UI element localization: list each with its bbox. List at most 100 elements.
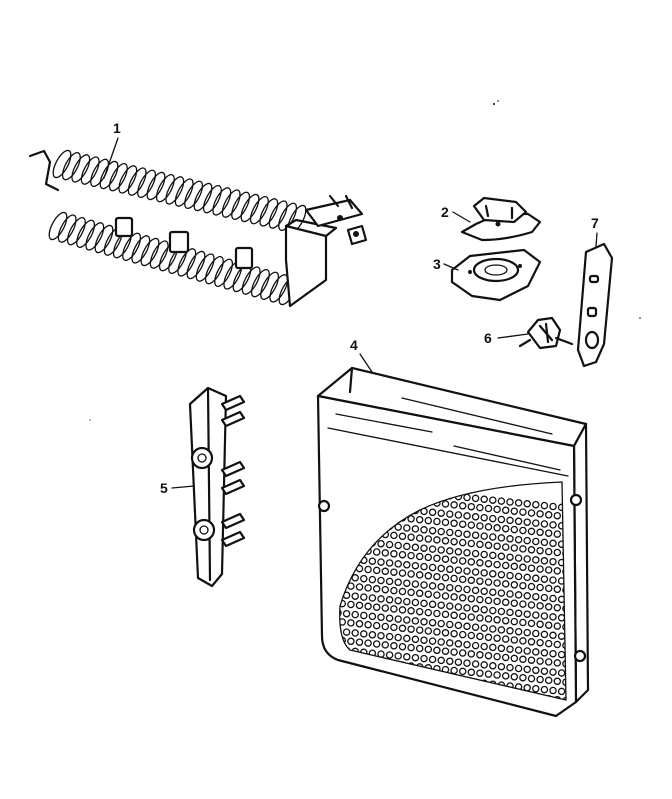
grille-hole bbox=[437, 546, 445, 554]
grille-hole bbox=[536, 510, 544, 518]
grille-hole bbox=[549, 594, 557, 603]
grille-hole bbox=[536, 638, 544, 647]
coil-loop bbox=[131, 235, 151, 264]
grille-hole bbox=[351, 574, 359, 582]
grille-hole bbox=[446, 602, 454, 610]
grille-hole bbox=[411, 653, 420, 662]
grille-hole bbox=[523, 628, 531, 637]
grille-hole bbox=[364, 676, 372, 684]
grille-hole bbox=[476, 540, 484, 549]
grille-hole bbox=[514, 609, 523, 618]
coil-loop bbox=[118, 165, 138, 194]
grille-hole bbox=[553, 640, 562, 649]
grille-hole bbox=[484, 651, 493, 660]
grille-hole bbox=[463, 567, 471, 575]
grille-hole bbox=[424, 553, 433, 562]
grille-hole bbox=[339, 627, 342, 635]
grille-hole bbox=[458, 630, 467, 639]
grille-hole bbox=[428, 600, 437, 609]
grille-hole bbox=[433, 628, 441, 636]
grille-hole bbox=[407, 680, 415, 689]
coil-loop bbox=[214, 258, 234, 287]
grille-hole bbox=[372, 640, 381, 648]
grille-hole bbox=[437, 527, 445, 536]
grille-hole bbox=[428, 655, 437, 664]
grille-hole bbox=[428, 618, 437, 627]
grille-hole bbox=[360, 666, 368, 675]
grille-hole bbox=[523, 592, 531, 600]
grille-hole bbox=[536, 657, 544, 665]
grille-hole bbox=[510, 673, 519, 681]
grille-hole bbox=[527, 509, 536, 517]
grille-hole bbox=[394, 560, 402, 568]
coil-loop bbox=[260, 271, 280, 300]
grille-hole bbox=[501, 598, 510, 607]
grille-hole bbox=[549, 613, 557, 621]
grille-hole bbox=[497, 534, 506, 542]
grille-hole bbox=[398, 532, 407, 541]
grille-hole bbox=[398, 642, 407, 651]
grille-hole bbox=[458, 594, 467, 602]
grille-hole bbox=[489, 643, 497, 652]
coil-loop bbox=[204, 256, 224, 285]
grille-hole bbox=[424, 590, 433, 598]
grille-hole bbox=[553, 530, 562, 538]
grille-hole bbox=[407, 625, 415, 633]
callout-2: 4 bbox=[350, 337, 358, 353]
grille-hole bbox=[411, 598, 420, 607]
grille-hole bbox=[385, 540, 394, 549]
grille-hole bbox=[489, 662, 497, 670]
grille-hole bbox=[476, 614, 484, 622]
coil-loop bbox=[155, 174, 175, 203]
grille-hole bbox=[381, 585, 390, 594]
coil-loop bbox=[259, 198, 279, 227]
grille-hole bbox=[493, 634, 501, 642]
grille-hole bbox=[441, 647, 450, 655]
grille-hole bbox=[424, 516, 433, 525]
grille-hole bbox=[476, 595, 484, 604]
grille-hole bbox=[463, 585, 471, 594]
grille-hole bbox=[540, 612, 549, 620]
grille-hole bbox=[497, 570, 506, 579]
grille-hole bbox=[553, 659, 562, 667]
grille-hole bbox=[553, 622, 562, 630]
grille-hole bbox=[420, 654, 428, 663]
grille-hole bbox=[536, 528, 544, 537]
grille-hole bbox=[463, 530, 471, 539]
grille-hole bbox=[450, 593, 458, 601]
grille-hole bbox=[398, 606, 407, 614]
grille-hole bbox=[467, 576, 476, 585]
grille-hole bbox=[532, 611, 540, 619]
grille-hole bbox=[549, 557, 557, 566]
grille-hole bbox=[403, 616, 411, 624]
grille-hole bbox=[510, 525, 519, 534]
grille-hole bbox=[394, 523, 402, 531]
grille-hole bbox=[407, 533, 415, 541]
scan-specks bbox=[89, 100, 641, 421]
grille-hole bbox=[360, 685, 368, 693]
grille-hole bbox=[476, 651, 484, 659]
element-terminal bbox=[304, 198, 364, 228]
grille-hole bbox=[480, 605, 488, 614]
grille-hole bbox=[377, 687, 385, 695]
grille-hole bbox=[480, 587, 488, 596]
callout-5: 5 bbox=[160, 480, 168, 496]
grille-hole bbox=[501, 506, 510, 515]
grille-hole bbox=[540, 685, 549, 694]
coil-loop bbox=[99, 160, 119, 190]
grille-hole bbox=[446, 639, 454, 647]
grille-hole bbox=[372, 548, 381, 556]
grille-hole bbox=[506, 571, 514, 580]
grille-hole bbox=[342, 628, 351, 636]
callout-3: 2 bbox=[441, 204, 449, 220]
coil-loop bbox=[52, 149, 72, 179]
grille-hole bbox=[480, 495, 488, 504]
grille-hole bbox=[532, 574, 540, 583]
coil-loop bbox=[85, 222, 105, 251]
grille-hole bbox=[339, 609, 342, 617]
grille-hole bbox=[527, 527, 536, 536]
grille-hole bbox=[398, 698, 407, 700]
grille-hole bbox=[339, 618, 347, 626]
grille-hole bbox=[553, 585, 562, 594]
grille-hole bbox=[471, 605, 480, 613]
